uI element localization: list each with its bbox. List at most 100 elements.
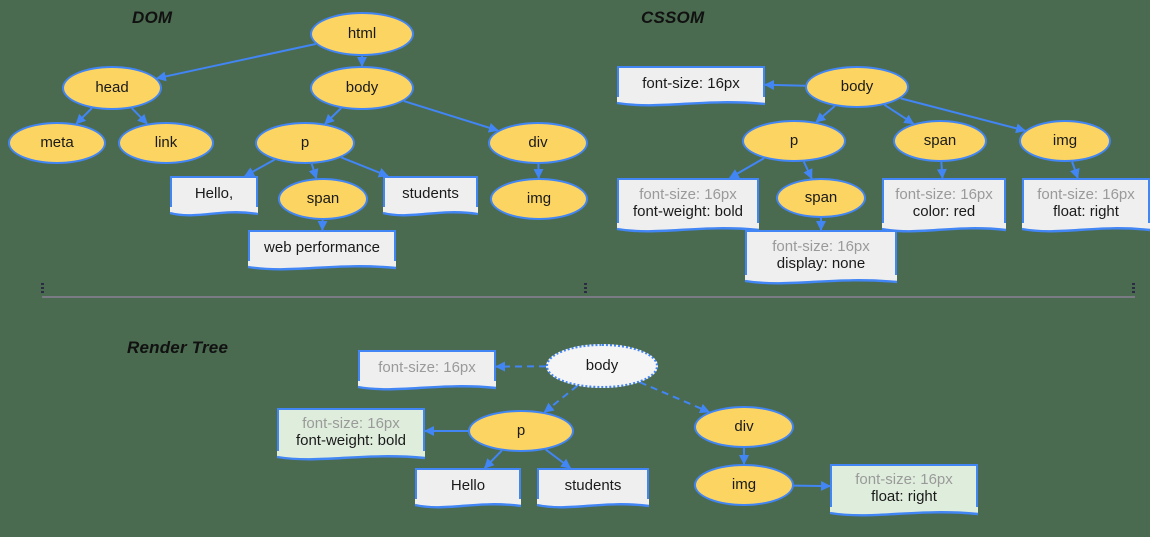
section-title-cssom: CSSOM <box>641 8 705 27</box>
edge-cssom-c_img-to-c_b_img <box>1070 161 1080 179</box>
section-title-render-tree: Render Tree <box>127 338 229 357</box>
box-dom-students[interactable]: students <box>382 176 479 217</box>
box-cssom-c_b_body[interactable]: font-size: 16px <box>616 66 766 107</box>
box-body: web performance <box>248 230 396 264</box>
box-line-0: students <box>402 185 459 203</box>
box-line-1: float: right <box>1053 203 1119 220</box>
node-label: p <box>789 132 799 150</box>
node-dom-img[interactable]: img <box>490 178 588 220</box>
edge-cssom-c_p-to-c_b_p <box>728 157 765 179</box>
node-render_tree-r_p[interactable]: p <box>468 410 574 452</box>
edge-cssom-c_body-to-c_span1 <box>883 104 915 125</box>
box-line-1: float: right <box>871 488 937 505</box>
node-dom-div[interactable]: div <box>488 122 588 164</box>
box-body: font-size: 16px <box>617 66 765 100</box>
node-dom-body[interactable]: body <box>310 66 414 110</box>
node-label: img <box>731 476 757 494</box>
node-label: body <box>840 78 874 96</box>
node-label: meta <box>40 134 74 152</box>
node-label: html <box>347 25 377 43</box>
box-render_tree-r_b_body[interactable]: font-size: 16px <box>357 350 497 391</box>
box-body: students <box>383 176 478 210</box>
node-cssom-c_span2[interactable]: span <box>776 178 866 218</box>
node-render_tree-r_body[interactable]: body <box>546 344 658 388</box>
node-label: span <box>306 190 340 208</box>
edge-dom-head-to-meta <box>75 107 93 125</box>
node-cssom-c_body[interactable]: body <box>805 66 909 108</box>
divider-handle-0[interactable] <box>41 283 44 295</box>
box-line-0: font-size: 16px <box>855 470 953 488</box>
edge-render_tree-r_body-to-r_p <box>543 384 579 413</box>
node-cssom-c_span1[interactable]: span <box>893 120 987 162</box>
box-body: Hello <box>415 468 521 502</box>
node-label: link <box>154 134 178 152</box>
node-dom-meta[interactable]: meta <box>8 122 106 164</box>
node-cssom-c_p[interactable]: p <box>742 120 846 162</box>
box-line-1: font-weight: bold <box>295 432 407 449</box>
node-render_tree-r_div[interactable]: div <box>694 406 794 448</box>
node-dom-link[interactable]: link <box>118 122 214 164</box>
node-label: head <box>95 79 129 97</box>
box-body: students <box>537 468 649 502</box>
section-divider <box>42 296 1135 298</box>
node-label: body <box>585 357 619 375</box>
box-line-0: web performance <box>264 239 380 257</box>
edge-dom-head-to-link <box>131 107 148 125</box>
box-line-0: font-size: 16px <box>772 237 870 255</box>
edge-dom-p-to-students <box>340 156 389 178</box>
node-label: body <box>345 79 379 97</box>
box-render_tree-r_students[interactable]: students <box>536 468 650 509</box>
edge-dom-body-to-div <box>403 100 499 133</box>
box-body: Hello, <box>170 176 258 210</box>
box-line-0: font-size: 16px <box>639 185 737 203</box>
divider-handle-1[interactable] <box>584 283 587 295</box>
box-render_tree-r_hello[interactable]: Hello <box>414 468 522 509</box>
node-label: img <box>1052 132 1078 150</box>
edge-render_tree-r_p-to-r_hello <box>483 449 503 469</box>
box-line-0: font-size: 16px <box>302 414 400 432</box>
node-dom-p[interactable]: p <box>255 122 355 164</box>
box-dom-webperf[interactable]: web performance <box>247 230 397 271</box>
edge-dom-body-to-p <box>324 107 342 125</box>
edge-cssom-c_span1-to-c_b_span1 <box>936 161 947 179</box>
edge-dom-p-to-span <box>308 163 319 180</box>
edge-dom-p-to-hello <box>244 158 276 177</box>
box-line-0: font-size: 16px <box>378 359 476 377</box>
node-dom-html[interactable]: html <box>310 12 414 56</box>
edge-render_tree-r_body-to-r_div <box>639 381 710 414</box>
node-dom-head[interactable]: head <box>62 66 162 110</box>
edge-dom-html-to-head <box>155 43 316 82</box>
edge-cssom-c_p-to-c_span2 <box>802 161 813 180</box>
divider-handle-2[interactable] <box>1132 283 1135 295</box>
box-line-1: display: none <box>776 255 866 272</box>
node-label: div <box>528 134 548 152</box>
node-label: div <box>734 418 754 436</box>
box-line-1: font-weight: bold <box>632 203 744 220</box>
node-cssom-c_img[interactable]: img <box>1019 120 1111 162</box>
edge-cssom-c_body-to-c_b_body <box>764 80 806 90</box>
node-label: span <box>804 189 838 207</box>
edge-cssom-c_body-to-c_p <box>815 105 836 123</box>
box-line-0: Hello, <box>194 185 234 203</box>
node-label: p <box>516 422 526 440</box>
box-dom-hello[interactable]: Hello, <box>169 176 259 217</box>
box-line-0: font-size: 16px <box>895 185 993 203</box>
box-body: font-size: 16px <box>358 350 496 384</box>
node-dom-span[interactable]: span <box>278 178 368 220</box>
node-render_tree-r_img[interactable]: img <box>694 464 794 506</box>
box-line-0: Hello <box>450 477 486 495</box>
